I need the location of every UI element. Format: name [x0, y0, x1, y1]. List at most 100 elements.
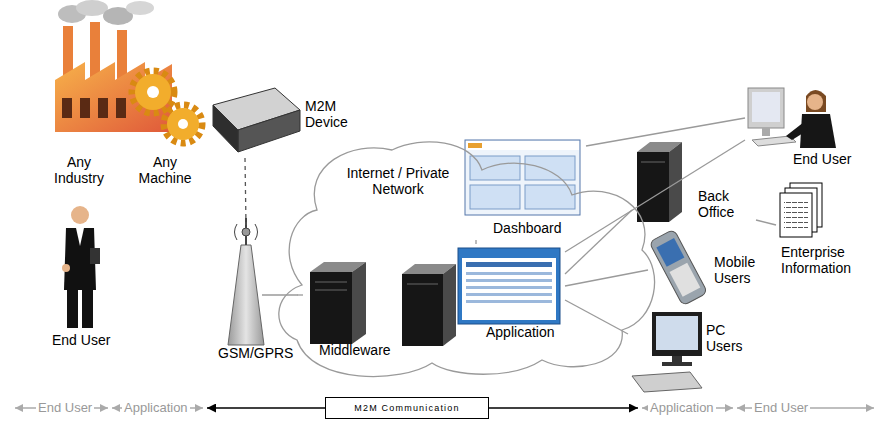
server-icon-part	[310, 272, 352, 344]
device-node: M2M Device	[210, 86, 363, 158]
factory-icon-part	[76, 0, 108, 16]
gear-icon-part	[164, 105, 202, 143]
mobile-phone-icon-part	[656, 238, 684, 267]
server-icon-part	[669, 142, 682, 222]
node-label: M2M Communication	[354, 403, 459, 414]
cloud-path	[279, 142, 655, 377]
m2m-device-icon-part	[238, 110, 300, 152]
pc-icon-part	[652, 312, 702, 356]
node-label: Mobile Users	[714, 254, 766, 286]
document-icon-part	[784, 199, 808, 231]
document-icon	[780, 183, 822, 237]
pc-icon-part	[672, 356, 682, 362]
application-screen-part	[458, 248, 560, 324]
gear-icon	[132, 71, 202, 143]
application-screen-part	[466, 300, 552, 303]
gear-icon-part	[135, 74, 171, 110]
server-icon-part	[315, 282, 347, 283]
node-label: PC Users	[706, 322, 754, 354]
m2m-device-icon-part	[213, 105, 238, 152]
application-screen-part	[466, 286, 552, 289]
tower-icon-part	[228, 245, 264, 345]
application-screen	[458, 248, 560, 324]
pc-icon	[632, 312, 702, 392]
end-user-label: End User	[52, 332, 110, 348]
application-screen-part	[466, 272, 552, 275]
application-screen-part	[466, 279, 552, 282]
server-icon-part	[407, 284, 438, 285]
person-icon-part	[71, 206, 89, 224]
mobile-users-node: Mobile Users	[648, 230, 770, 306]
m2m-box: M2M Communication	[325, 397, 489, 419]
dashboard-screen-part	[468, 143, 482, 148]
connector-line	[565, 270, 648, 286]
end-user-node: End User	[745, 80, 873, 172]
connector-line	[565, 300, 628, 334]
node-label: Dashboard	[493, 220, 562, 236]
node-label: M2M Device	[305, 98, 359, 130]
person-icon-part	[67, 288, 78, 328]
server-icon-part	[443, 264, 456, 346]
pc-icon-part	[662, 362, 692, 366]
application-screen-part	[466, 293, 552, 296]
person-icon-part	[82, 288, 93, 328]
middleware-node: Middleware	[303, 258, 395, 366]
server-icon-part	[402, 274, 443, 346]
factory-icon-part	[80, 98, 90, 118]
scope-label: Application	[648, 400, 716, 416]
scope-label: End User	[36, 400, 94, 416]
tower-icon	[228, 218, 298, 345]
tower-icon-part	[262, 294, 298, 296]
machine-label: Any Machine	[132, 154, 198, 186]
person-icon	[62, 206, 100, 328]
tower-node: GSM/GPRS	[215, 225, 297, 365]
connector-line	[756, 220, 776, 225]
office-worker-icon	[748, 88, 836, 148]
industry-label: Any Industry	[46, 154, 112, 186]
dashboard-screen-part	[470, 156, 520, 180]
office-worker-icon-part	[752, 92, 780, 122]
dashboard-screen-part	[525, 156, 575, 180]
factory-icon-part	[116, 98, 126, 118]
factory-icon-part	[98, 98, 108, 118]
person-icon-part	[76, 228, 84, 246]
office-worker-icon-part	[807, 94, 823, 110]
office-worker-icon-part	[762, 128, 770, 136]
dashboard-screen-part	[525, 185, 575, 209]
dashboard-screen-part	[466, 141, 579, 150]
office-worker-icon-part	[748, 88, 784, 128]
server-icon-part	[352, 262, 366, 344]
dashboard-screen	[465, 140, 580, 215]
pc-icon-part	[656, 316, 698, 350]
node-label: GSM/GPRS	[218, 345, 293, 361]
document-icon-part	[780, 193, 812, 237]
enterprise-info-node: Enterprise Information	[776, 180, 877, 290]
connector-line	[475, 240, 476, 244]
application-node: Application	[398, 244, 565, 348]
dashboard-screen-part	[465, 140, 580, 215]
connector-line	[586, 118, 745, 146]
person-icon-part	[90, 248, 100, 264]
scope-label: End User	[752, 400, 810, 416]
m2m-device-icon	[213, 88, 300, 152]
node-label: Enterprise Information	[781, 244, 873, 276]
factory-icon-part	[62, 98, 72, 118]
tower-icon-part	[242, 228, 250, 236]
server-icon-part	[637, 152, 669, 222]
mobile-phone-icon	[649, 229, 708, 306]
pc-users-node: PC Users	[628, 308, 758, 396]
person-icon-part	[62, 264, 70, 272]
server-icon-part	[315, 290, 347, 291]
dashboard-node: Dashboard	[460, 138, 586, 240]
cloud-outline	[272, 135, 662, 375]
node-label: Middleware	[319, 342, 391, 358]
connector-line	[297, 294, 303, 295]
office-worker-icon-part	[806, 90, 826, 112]
server-icon-part	[641, 162, 665, 163]
node-label: End User	[793, 151, 851, 167]
mobile-phone-icon-part	[670, 263, 701, 297]
office-worker-icon-part	[786, 122, 808, 140]
